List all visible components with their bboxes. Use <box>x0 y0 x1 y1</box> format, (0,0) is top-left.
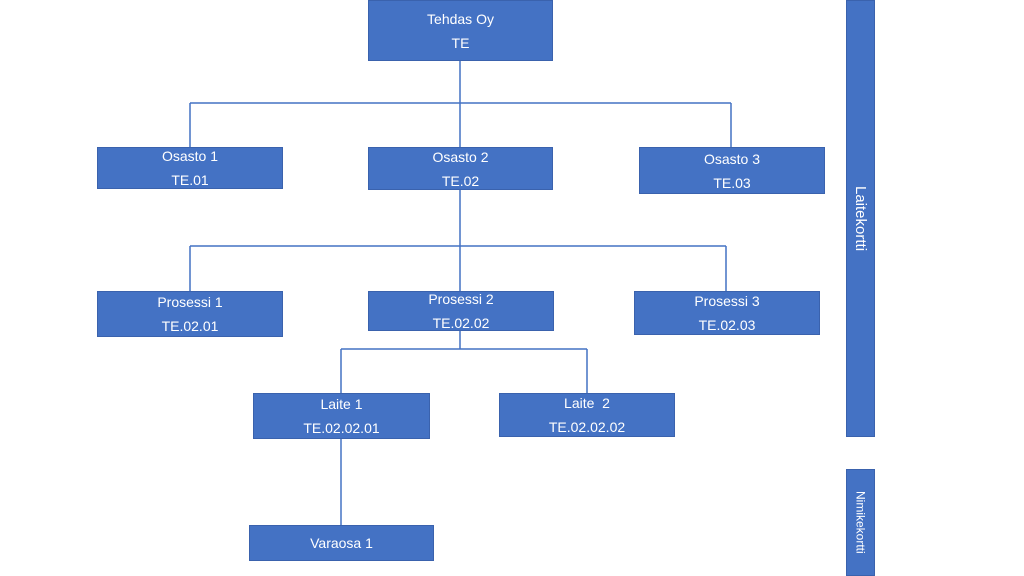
node-code: TE.02.02.02 <box>548 419 626 435</box>
node-code: TE.02.02.01 <box>303 420 380 436</box>
node-varaosa-1[interactable]: Varaosa 1 <box>249 525 434 561</box>
side-label-text: Laitekortti <box>852 185 869 252</box>
node-code: TE.02 <box>441 172 480 189</box>
connector-root-osastot <box>189 61 732 147</box>
side-label-nimikekortti[interactable]: Nimikekortti <box>846 469 875 576</box>
node-name: Osasto 1 <box>161 148 219 164</box>
side-label-text: Nimikekortti <box>853 491 868 554</box>
node-name: Laite 2 <box>564 395 610 411</box>
node-name: Prosessi 3 <box>694 293 760 309</box>
node-osasto-1[interactable]: Osasto 1 TE.01 <box>97 147 283 189</box>
node-laite-1[interactable]: Laite 1 TE.02.02.01 <box>253 393 430 439</box>
node-name: Prosessi 1 <box>157 294 223 310</box>
node-name: Tehdas Oy <box>427 10 494 27</box>
connector-osasto2-prosessit <box>189 190 727 291</box>
node-name: Varaosa 1 <box>310 535 373 551</box>
node-name: Osasto 3 <box>703 150 761 167</box>
node-code: TE.02.02 <box>432 315 490 331</box>
node-tehdas-oy[interactable]: Tehdas Oy TE <box>368 0 553 61</box>
node-name: Osasto 2 <box>432 148 489 165</box>
node-name: Laite 1 <box>320 396 363 412</box>
connector-prosessi2-laitteet <box>340 331 588 393</box>
side-label-laitekortti[interactable]: Laitekortti <box>846 0 875 437</box>
node-prosessi-2[interactable]: Prosessi 2 TE.02.02 <box>368 291 554 331</box>
node-code: TE.03 <box>713 174 751 191</box>
node-code: TE.01 <box>171 172 209 188</box>
node-prosessi-3[interactable]: Prosessi 3 TE.02.03 <box>634 291 820 335</box>
node-code: TE.02.01 <box>161 318 219 334</box>
node-code: TE <box>451 34 470 51</box>
node-osasto-3[interactable]: Osasto 3 TE.03 <box>639 147 825 194</box>
node-osasto-2[interactable]: Osasto 2 TE.02 <box>368 147 553 190</box>
node-code: TE.02.03 <box>698 317 756 333</box>
node-name: Prosessi 2 <box>428 291 494 307</box>
node-laite-2[interactable]: Laite 2 TE.02.02.02 <box>499 393 675 437</box>
node-prosessi-1[interactable]: Prosessi 1 TE.02.01 <box>97 291 283 337</box>
